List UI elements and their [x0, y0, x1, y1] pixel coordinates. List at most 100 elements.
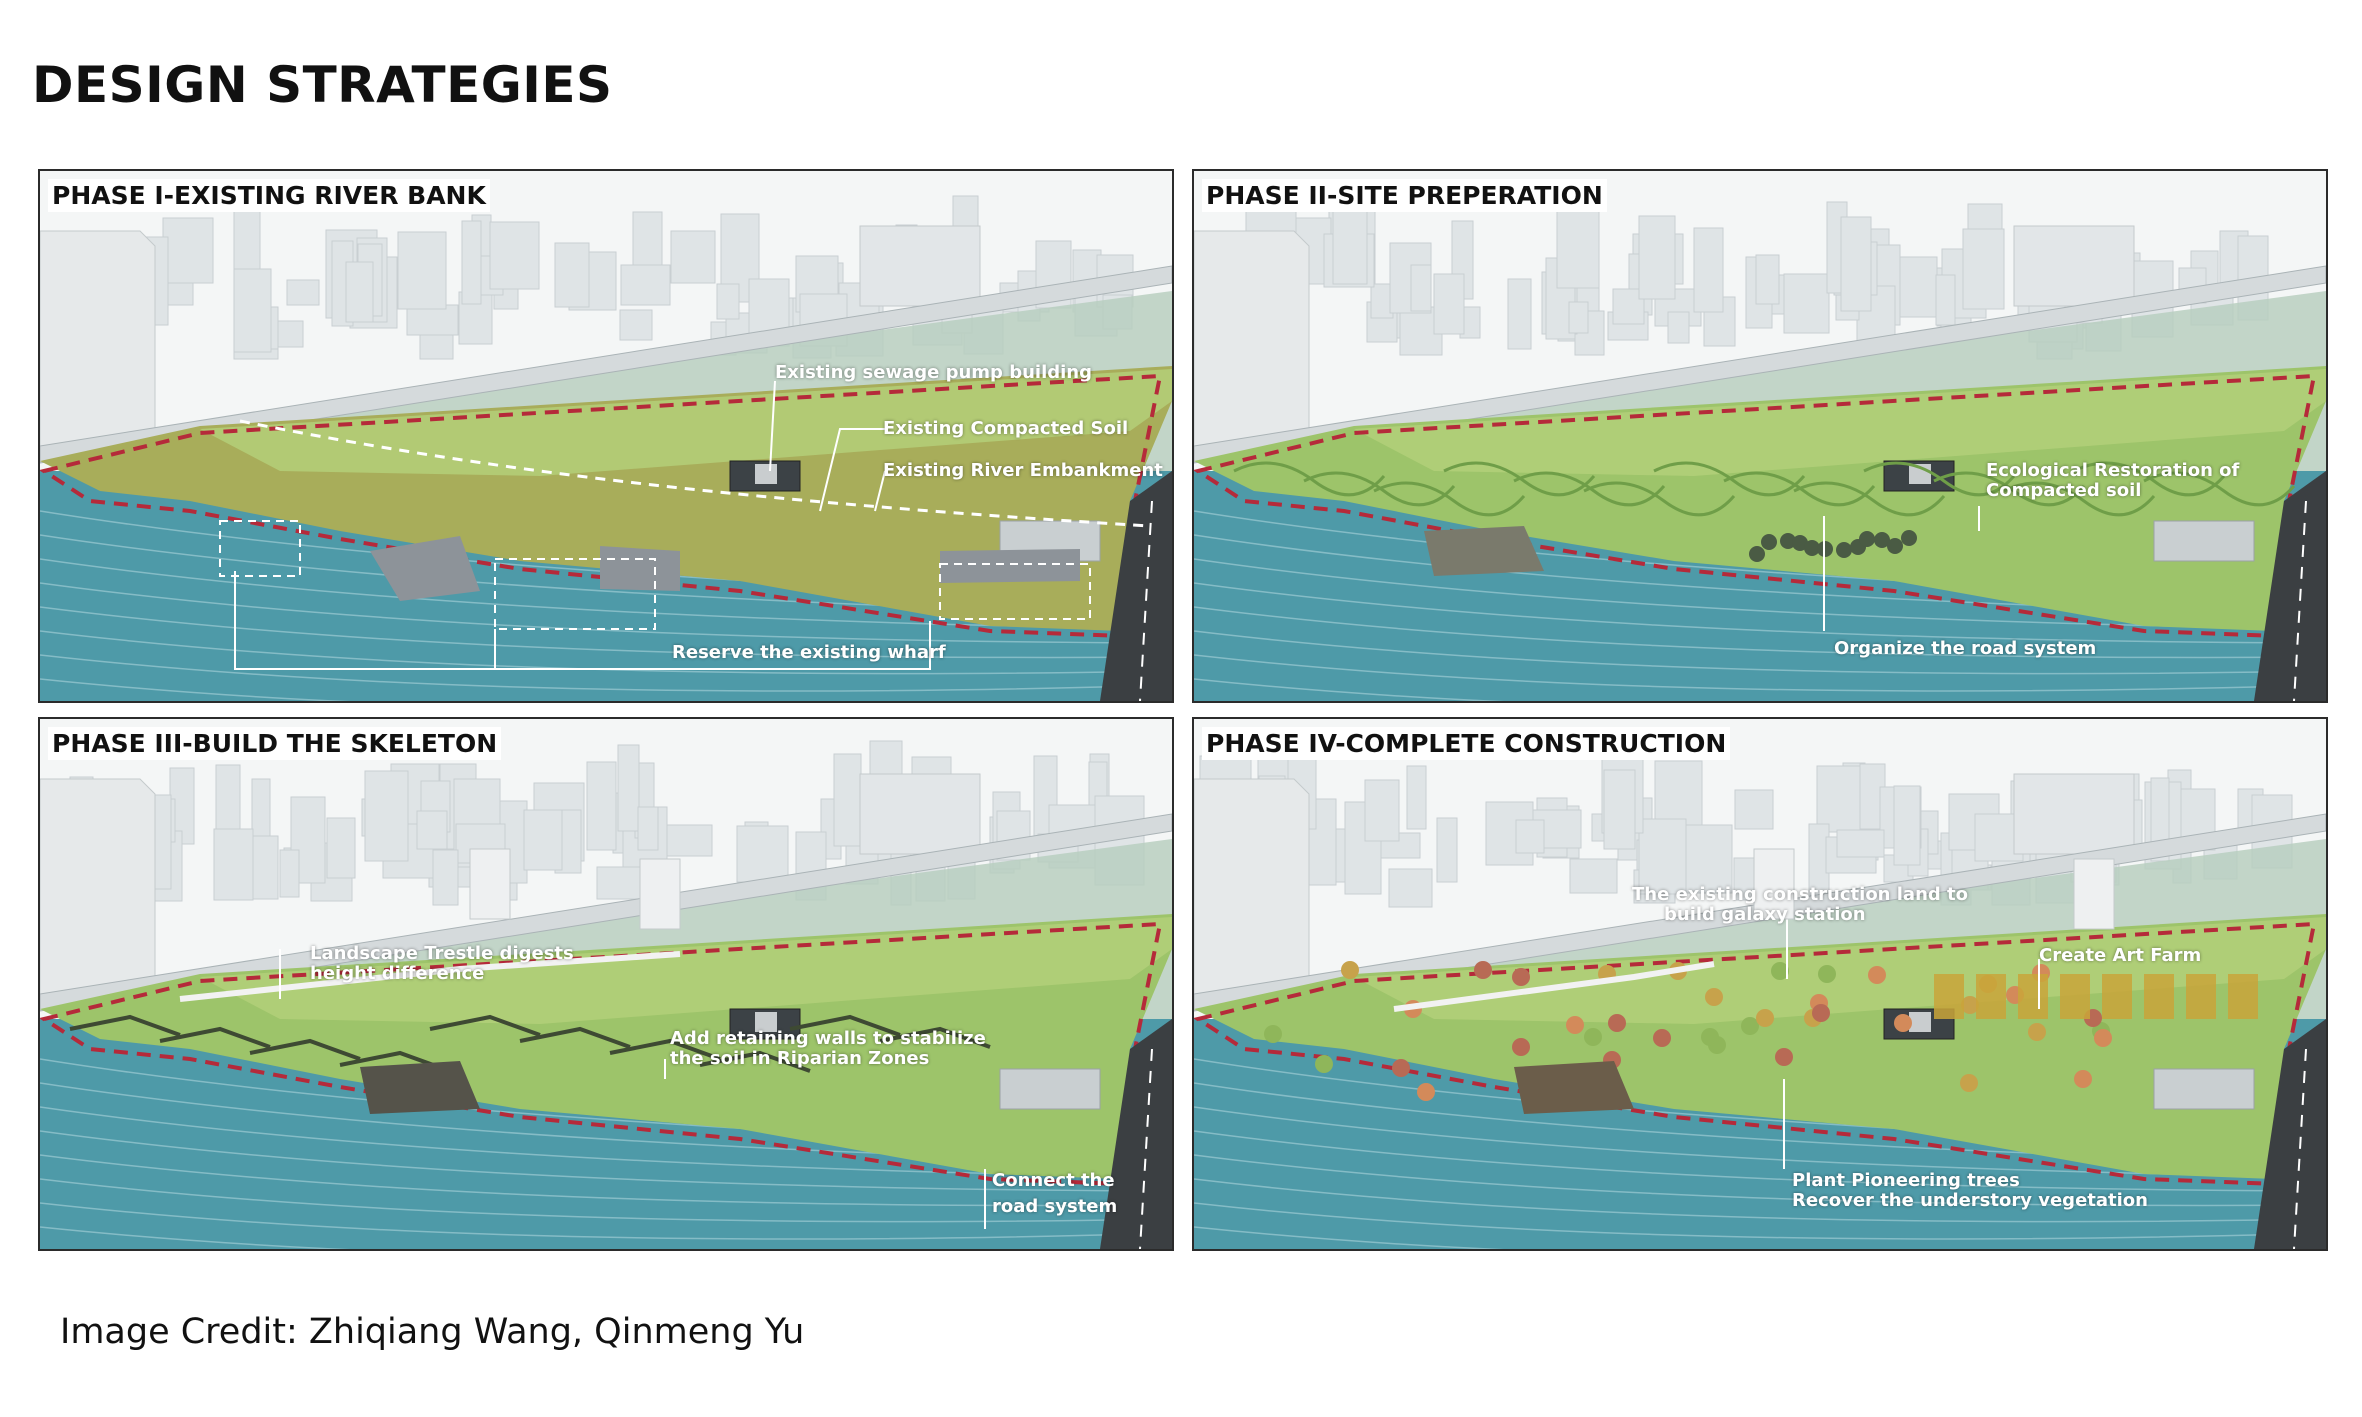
city-building — [1388, 868, 1433, 908]
highway — [1100, 471, 1172, 701]
water-ripple — [1194, 1154, 2326, 1207]
city-building — [554, 242, 590, 308]
city-building — [1433, 273, 1465, 335]
leader-line — [769, 380, 886, 512]
phase-1-illustration — [40, 171, 1172, 701]
city-building — [1962, 228, 2005, 310]
wharf — [2153, 1068, 2255, 1110]
site-boundary — [1194, 373, 2317, 639]
terrain-contour — [1653, 461, 1806, 497]
phase-2-title: PHASE II-SITE PREPERATION — [1202, 179, 1607, 212]
leader-line — [1783, 919, 2040, 1169]
terrain-contour — [1933, 471, 2086, 507]
city-building — [1840, 216, 1872, 312]
water-ripple — [40, 678, 1172, 701]
label-understory: Recover the understory vegetation — [1792, 1190, 2148, 1211]
pioneer-tree — [1701, 1028, 1719, 1046]
city-building — [1935, 274, 1956, 326]
image-credit: Image Credit: Zhiqiang Wang, Qinmeng Yu — [60, 1312, 805, 1352]
embankment-line — [239, 419, 1151, 528]
label-art-farm: Create Art Farm — [2039, 945, 2202, 966]
city-building — [1603, 769, 1636, 850]
phase-3-panel: PHASE III-BUILD THE SKELETON Landscape T… — [38, 717, 1174, 1251]
water-ripple — [1194, 1226, 2326, 1249]
water-ripple — [1194, 606, 2326, 659]
wharf-gray — [940, 549, 1080, 583]
city-building — [1638, 818, 1687, 895]
water-ripple — [40, 1106, 1172, 1178]
city-building — [833, 753, 862, 847]
shrub-cluster — [1901, 530, 1917, 546]
label-sewage-pump: Existing sewage pump building — [775, 362, 1092, 383]
pioneer-tree — [1868, 966, 1886, 984]
city-building — [461, 220, 482, 305]
highway-lane-mark — [2293, 1048, 2307, 1249]
retaining-wall — [879, 1026, 991, 1049]
art-farm-field — [2228, 974, 2258, 1019]
leader-line — [279, 949, 986, 1229]
wharf — [999, 1068, 1101, 1110]
pioneer-tree — [1775, 1048, 1793, 1066]
water-ripple — [1194, 630, 2326, 675]
label-trestle-2: height difference — [310, 963, 485, 984]
city-building — [1783, 273, 1830, 334]
terrain-contour — [2073, 461, 2226, 497]
label-connect-road-1: Connect the — [992, 1170, 1115, 1191]
highway-lane-mark — [1139, 500, 1153, 701]
city-building — [162, 217, 214, 284]
skyline-tower — [2013, 773, 2135, 855]
pioneer-tree — [1512, 1038, 1530, 1056]
tall-tower — [40, 778, 156, 1010]
terrain-contour — [2143, 471, 2296, 507]
terrain-contour — [1443, 461, 1596, 497]
city-building — [620, 264, 671, 306]
phase-3-title: PHASE III-BUILD THE SKELETON — [48, 727, 502, 760]
retaining-wall — [69, 1014, 181, 1037]
city-building — [1693, 227, 1724, 313]
pioneer-tree — [2074, 1070, 2092, 1088]
skyline-tower — [2013, 225, 2135, 307]
city-building — [432, 849, 459, 906]
city-building — [1755, 254, 1780, 305]
city-building — [1410, 264, 1432, 312]
city-building — [670, 230, 716, 284]
wharf-gray — [600, 546, 680, 591]
city-building — [397, 231, 447, 310]
highway-lane-mark — [2293, 500, 2307, 701]
city-building — [1638, 215, 1676, 300]
wharf-highlight — [939, 563, 1091, 620]
shrub-cluster — [1761, 534, 1777, 550]
retaining-wall — [699, 1050, 811, 1073]
pump-building-roof — [755, 1012, 777, 1032]
retaining-wall — [249, 1038, 361, 1061]
embankment-strip — [200, 917, 1172, 1024]
city-building — [1332, 200, 1368, 285]
city-building — [286, 279, 320, 306]
city-building — [251, 835, 279, 900]
pioneer-tree — [1705, 988, 1723, 1006]
highway-lane-mark — [1139, 1048, 1153, 1249]
water-ripple — [40, 1202, 1172, 1240]
tall-tower — [1194, 230, 1310, 462]
pioneer-tree — [1608, 1014, 1626, 1032]
pioneer-tree — [1566, 1016, 1584, 1034]
terrain-contour — [1233, 461, 1386, 497]
pump-building-roof — [1909, 1012, 1931, 1032]
phase-1-panel: PHASE I-EXISTING RIVER BANK Existing sew… — [38, 169, 1174, 703]
pioneer-tree — [2094, 1029, 2112, 1047]
label-existing-wharf: Reserve the existing wharf — [672, 642, 946, 663]
city-building — [523, 809, 563, 871]
site-boundary — [40, 921, 1163, 1187]
label-galaxy-station-2: build galaxy station — [1664, 904, 1866, 925]
retaining-wall — [789, 1014, 901, 1037]
shrub-cluster — [1780, 533, 1796, 549]
highway — [2254, 1019, 2326, 1249]
pioneer-tree — [1653, 1029, 1671, 1047]
phase-2-illustration — [1194, 171, 2326, 701]
pioneer-tree — [1392, 1059, 1410, 1077]
bridge — [1194, 265, 2326, 464]
city-building — [345, 261, 374, 323]
city-building — [233, 268, 272, 353]
phase-4-illustration — [1194, 719, 2326, 1249]
retaining-wall — [609, 1038, 721, 1061]
